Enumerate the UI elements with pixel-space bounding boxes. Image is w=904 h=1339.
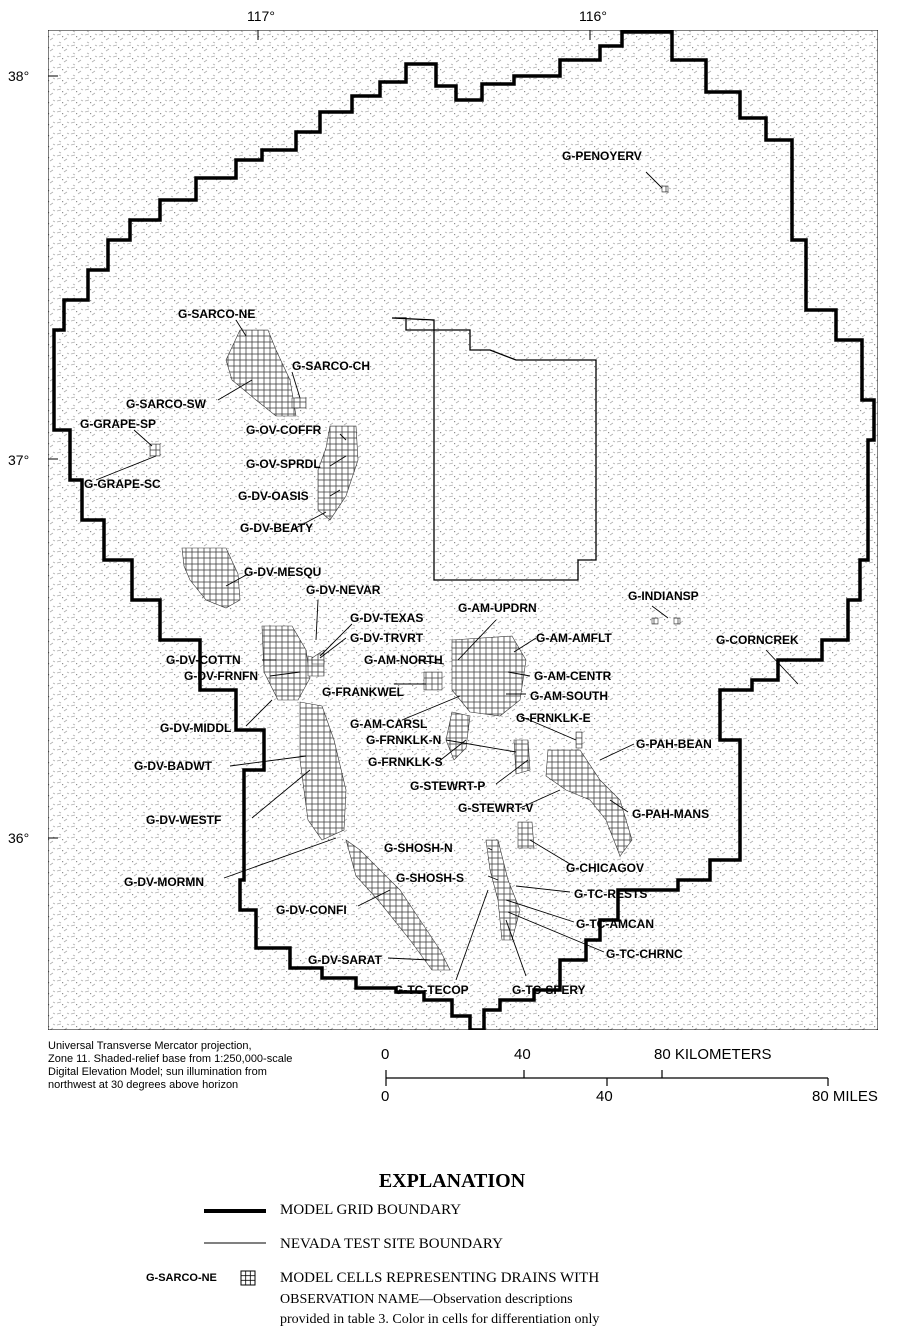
label-shosh-s: G-SHOSH-S — [396, 871, 464, 885]
latitude-tick-36: 36° — [8, 830, 30, 846]
label-dv-trvrt: G-DV-TRVRT — [350, 631, 424, 645]
model-grid-boundary — [52, 30, 876, 1030]
explanation-title: EXPLANATION — [378, 1170, 526, 1192]
observation-labels: G-PENOYERV G-SARCO-NE G-SARCO-CH G-SARCO… — [80, 149, 799, 997]
label-dv-mesqu: G-DV-MESQU — [244, 565, 321, 579]
label-dv-westf: G-DV-WESTF — [146, 813, 221, 827]
label-corncrek: G-CORNCREK — [716, 633, 799, 647]
label-tc-tecop: G-TC-TECOP — [394, 983, 469, 997]
nevada-test-site-boundary — [391, 317, 597, 581]
label-dv-frnfn: G-DV-FRNFN — [184, 669, 258, 683]
scale-km-40: 40 — [514, 1046, 531, 1063]
label-dv-beaty: G-DV-BEATY — [240, 521, 313, 535]
legend-cells-line1: MODEL CELLS REPRESENTING DRAINS WITH — [280, 1270, 600, 1286]
label-pah-bean: G-PAH-BEAN — [636, 737, 712, 751]
label-am-centr: G-AM-CENTR — [534, 669, 612, 683]
label-dv-confi: G-DV-CONFI — [276, 903, 347, 917]
label-tc-spery: G-TC-SPERY — [512, 983, 586, 997]
grid-cells-icon — [240, 1270, 256, 1286]
label-am-carsl: G-AM-CARSL — [350, 717, 427, 731]
label-dv-cottn: G-DV-COTTN — [166, 653, 241, 667]
scale-km-80: 80 KILOMETERS — [654, 1046, 772, 1063]
label-indiansp: G-INDIANSP — [628, 589, 699, 603]
label-ov-coffr: G-OV-COFFR — [246, 423, 322, 437]
credit-line: Universal Transverse Mercator projection… — [48, 1040, 252, 1052]
label-frnklk-e: G-FRNKLK-E — [516, 711, 591, 725]
label-dv-texas: G-DV-TEXAS — [350, 611, 423, 625]
label-dv-oasis: G-DV-OASIS — [238, 489, 309, 503]
label-dv-nevar: G-DV-NEVAR — [306, 583, 381, 597]
model-grid-symbol — [204, 1209, 266, 1213]
label-stewrt-v: G-STEWRT-V — [458, 801, 533, 815]
legend-nts: NEVADA TEST SITE BOUNDARY — [280, 1236, 503, 1252]
label-sarco-ch: G-SARCO-CH — [292, 359, 370, 373]
legend-model-grid: MODEL GRID BOUNDARY — [280, 1202, 462, 1218]
drain-observation-map: G-PENOYERV G-SARCO-NE G-SARCO-CH G-SARCO… — [48, 30, 878, 1030]
label-am-updrn: G-AM-UPDRN — [458, 601, 537, 615]
label-dv-sarat: G-DV-SARAT — [308, 953, 382, 967]
map-credit: Universal Transverse Mercator projection… — [48, 1040, 348, 1092]
label-dv-mormn: G-DV-MORMN — [124, 875, 204, 889]
label-ov-sprdl: G-OV-SPRDL — [246, 457, 321, 471]
credit-line: northwest at 30 degrees above horizon — [48, 1079, 239, 1091]
label-frnklk-n: G-FRNKLK-N — [366, 733, 441, 747]
scale-km-0: 0 — [381, 1046, 390, 1063]
latitude-tick-38: 38° — [8, 68, 30, 84]
label-am-amflt: G-AM-AMFLT — [536, 631, 612, 645]
label-frnklk-s: G-FRNKLK-S — [368, 755, 443, 769]
nts-symbol — [204, 1242, 266, 1244]
label-grape-sc: G-GRAPE-SC — [84, 477, 161, 491]
scale-mi-0: 0 — [381, 1088, 390, 1105]
label-grape-sp: G-GRAPE-SP — [80, 417, 156, 431]
label-am-south: G-AM-SOUTH — [530, 689, 608, 703]
credit-line: Zone 11. Shaded-relief base from 1:250,0… — [48, 1053, 293, 1065]
leader-lines — [95, 171, 799, 981]
label-tc-rests: G-TC-RESTS — [574, 887, 647, 901]
legend-cells-line2: OBSERVATION NAME—Observation description… — [280, 1292, 573, 1307]
label-chicagov: G-CHICAGOV — [566, 861, 644, 875]
label-dv-middl: G-DV-MIDDL — [160, 721, 231, 735]
legend-cells-sample-label: G-SARCO-NE — [146, 1272, 217, 1284]
label-am-north: G-AM-NORTH — [364, 653, 443, 667]
scale-bar — [385, 1070, 829, 1086]
label-shosh-n: G-SHOSH-N — [384, 841, 453, 855]
map-neatline — [48, 30, 878, 1030]
label-frankwel: G-FRANKWEL — [322, 685, 404, 699]
latitude-tick-37: 37° — [8, 452, 30, 468]
longitude-tick-116: 116° — [579, 8, 607, 24]
label-sarco-sw: G-SARCO-SW — [126, 397, 207, 411]
scale-mi-80: 80 MILES — [812, 1088, 878, 1105]
scale-mi-40: 40 — [596, 1088, 613, 1105]
label-pah-mans: G-PAH-MANS — [632, 807, 709, 821]
label-dv-badwt: G-DV-BADWT — [134, 759, 213, 773]
label-tc-amcan: G-TC-AMCAN — [576, 917, 654, 931]
credit-line: Digital Elevation Model; sun illuminatio… — [48, 1066, 267, 1078]
label-sarco-ne: G-SARCO-NE — [178, 307, 255, 321]
label-tc-chrnc: G-TC-CHRNC — [606, 947, 683, 961]
label-stewrt-p: G-STEWRT-P — [410, 779, 485, 793]
legend-cells-line3: provided in table 3. Color in cells for … — [280, 1312, 600, 1327]
label-penoyerv: G-PENOYERV — [562, 149, 642, 163]
longitude-tick-117: 117° — [247, 8, 275, 24]
drain-cell-clusters — [149, 185, 681, 971]
